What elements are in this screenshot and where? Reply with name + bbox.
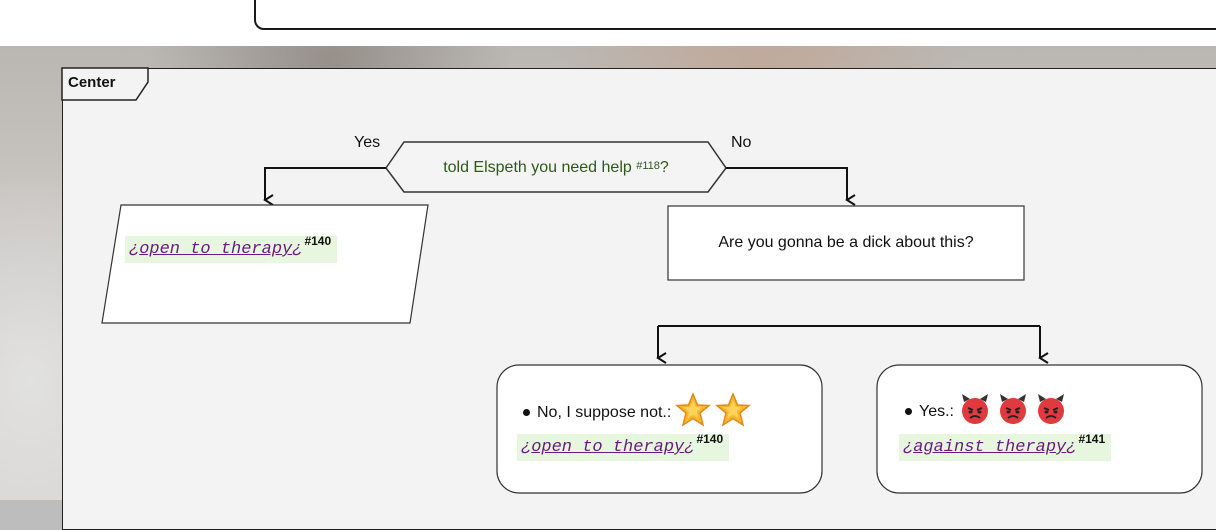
decision-suffix: ? <box>659 159 669 176</box>
no-connector <box>726 167 856 206</box>
star-icon <box>675 392 712 433</box>
result-parallelogram <box>101 204 429 324</box>
answer-no-line: No, I suppose not.: <box>523 392 752 433</box>
answer-no-note-link[interactable]: open to therapy <box>531 438 685 457</box>
yes-label: Yes <box>354 134 381 151</box>
open-marker: ¿ <box>903 438 914 457</box>
close-marker: ¿ <box>1066 438 1077 457</box>
answer-yes-label: Yes.: <box>919 402 954 420</box>
frame-title: Center <box>68 74 116 91</box>
answer-box-yes <box>876 364 1203 494</box>
devil-face-icon <box>996 392 1030 431</box>
answer-box-no <box>496 364 823 494</box>
flow-diagram <box>61 67 1203 494</box>
answer-yes-note-chip: ¿against therapy¿#141 <box>899 432 1112 461</box>
open-marker: ¿ <box>521 438 532 457</box>
yes-connector <box>263 167 386 206</box>
question-box <box>667 205 1025 281</box>
star-icon <box>715 392 752 433</box>
left-note-chip: ¿open to therapy¿#140 <box>125 234 338 263</box>
answer-yes-note-link[interactable]: against therapy <box>913 438 1067 457</box>
question-text: Are you gonna be a dick about this? <box>718 234 974 251</box>
answer-yes-line: Yes.: <box>905 392 1068 431</box>
close-marker: ¿ <box>292 240 303 259</box>
bullet-dot <box>523 409 530 416</box>
answer-no-ref: #140 <box>696 432 724 446</box>
answer-no-note-chip: ¿open to therapy¿#140 <box>517 432 730 461</box>
close-marker: ¿ <box>684 438 695 457</box>
left-note-ref: #140 <box>304 234 332 248</box>
frame-tab-shape <box>61 67 149 101</box>
previous-node-box <box>254 0 1216 30</box>
answer-no-label: No, I suppose not.: <box>537 403 672 421</box>
bullet-dot <box>905 408 912 415</box>
answer-yes-ref: #141 <box>1078 432 1106 446</box>
decision-question: told Elspeth you need help <box>443 159 632 176</box>
decision-ref: #118 <box>636 160 660 172</box>
decision-text: told Elspeth you need help #118? <box>398 148 714 188</box>
open-marker: ¿ <box>129 240 140 259</box>
left-note-link[interactable]: open to therapy <box>139 240 293 259</box>
devil-face-icon <box>958 392 992 431</box>
no-label: No <box>731 134 752 151</box>
devil-face-icon <box>1034 392 1068 431</box>
